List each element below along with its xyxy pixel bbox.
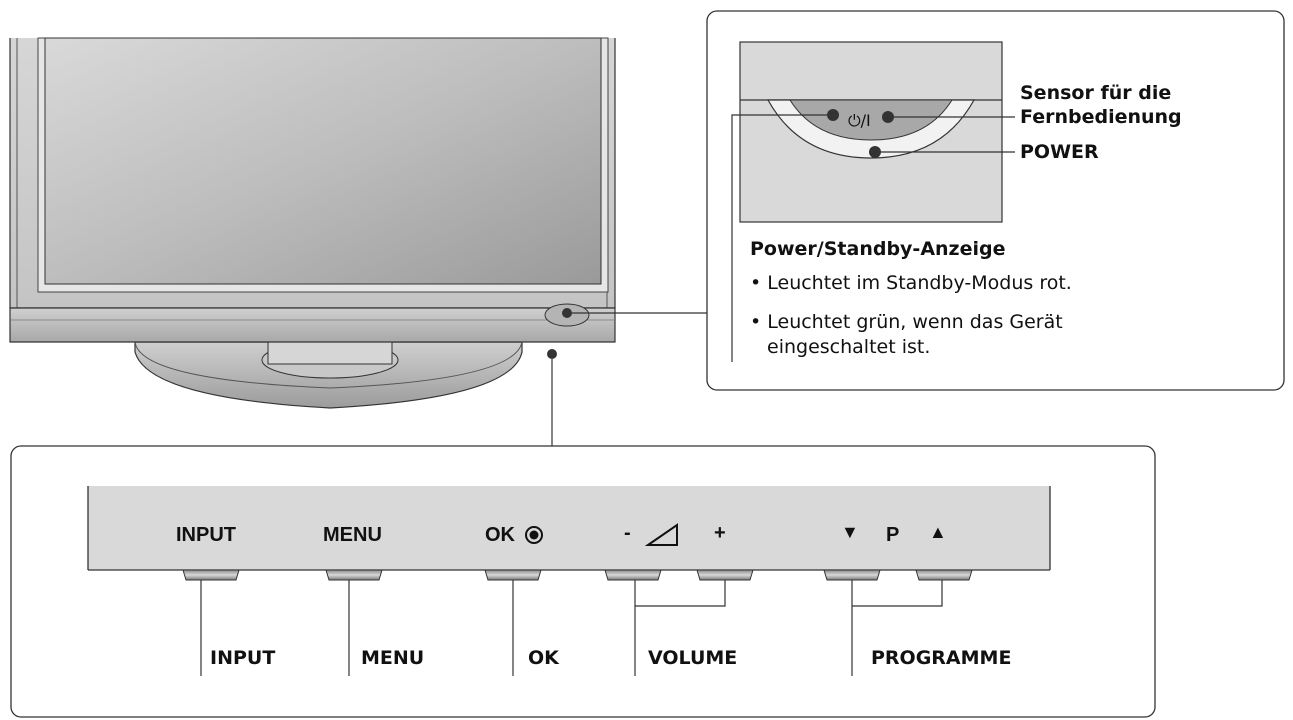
sensor-label-line1: Sensor für die — [1020, 82, 1172, 104]
face-label-menu: MENU — [323, 524, 382, 546]
face-label-vol-minus: - — [624, 522, 631, 544]
indicator-bullet-2-line2: eingeschaltet ist. — [767, 336, 931, 358]
tv-stand — [134, 341, 523, 409]
tv-body — [9, 37, 616, 359]
callout-label-programme: PROGRAMME — [871, 647, 1012, 669]
ok-ring-icon — [525, 526, 543, 544]
face-label-ok: OK — [485, 524, 515, 546]
control-panel-box — [10, 445, 1156, 718]
callout-label-input: INPUT — [210, 647, 276, 669]
indicator-bullet-1: • Leuchtet im Standby-Modus rot. — [750, 272, 1072, 294]
panel-buttons — [182, 569, 973, 581]
callout-label-menu: MENU — [361, 647, 425, 669]
face-label-prog-up: ▲ — [929, 522, 947, 542]
callout-label-volume: VOLUME — [648, 647, 738, 669]
face-label-vol-plus: + — [714, 522, 726, 544]
power-label: POWER — [1020, 141, 1099, 163]
indicator-title: Power/Standby-Anzeige — [750, 238, 1006, 260]
callout-label-ok: OK — [528, 647, 559, 669]
face-label-input: INPUT — [176, 524, 236, 546]
power-symbol-label: ⏻/I — [848, 111, 871, 130]
face-label-prog-p: P — [886, 524, 900, 546]
indicator-bullet-2-line1: • Leuchtet grün, wenn das Gerät — [750, 311, 1063, 333]
power-callout-box — [706, 10, 1285, 391]
face-label-prog-down: ▼ — [841, 522, 859, 542]
button-leader-lines — [200, 580, 943, 676]
sensor-label-line2: Fernbedienung — [1020, 106, 1182, 128]
volume-triangle-icon — [644, 523, 678, 546]
